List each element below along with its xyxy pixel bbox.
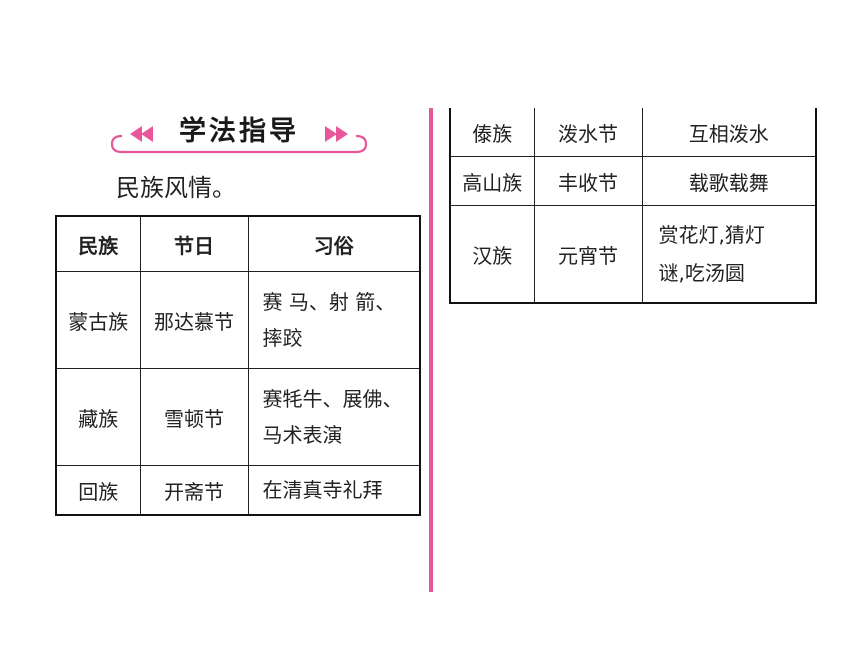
table-row: 汉族 元宵节 赏花灯,猜灯谜,吃汤圆	[449, 205, 817, 304]
intro-text: 民族风情。	[116, 174, 236, 202]
table-row: 傣族 泼水节 互相泼水	[449, 108, 817, 157]
custom-line: 摔跤	[262, 326, 303, 350]
customs-table-left: 民族 节日 习俗 蒙古族 那达慕节 赛 马、射 箭、摔跤 藏族 雪顿节 赛牦牛、…	[55, 215, 421, 516]
customs-table-right: 傣族 泼水节 互相泼水 高山族 丰收节 载歌载舞 汉族 元宵节 赏花灯,猜灯谜,…	[449, 108, 817, 304]
banner-frame	[110, 126, 368, 154]
banner-title: 学法指导	[179, 116, 299, 147]
custom-line: 马术表演	[262, 423, 343, 447]
cell-festival: 元宵节	[533, 205, 643, 304]
cell-ethnic-group: 回族	[55, 465, 141, 515]
cell-custom: 赛 马、射 箭、摔跤	[247, 271, 421, 369]
cell-festival: 开斋节	[139, 465, 249, 515]
cell-custom: 互相泼水	[641, 108, 817, 157]
cell-ethnic-group: 傣族	[449, 108, 535, 157]
cell-custom: 赏花灯,猜灯谜,吃汤圆	[641, 205, 817, 304]
cell-ethnic-group: 汉族	[449, 205, 535, 304]
cell-custom: 赛牦牛、展佛、马术表演	[247, 368, 421, 466]
header-ethnic-group: 民族	[55, 215, 141, 272]
column-divider	[429, 108, 433, 592]
table-header-row: 民族 节日 习俗	[55, 215, 421, 272]
cell-custom: 在清真寺礼拜	[247, 465, 421, 515]
cell-ethnic-group: 藏族	[55, 368, 141, 466]
cell-ethnic-group: 高山族	[449, 156, 535, 206]
header-festival: 节日	[139, 215, 249, 272]
table-row: 高山族 丰收节 载歌载舞	[449, 156, 817, 206]
right-double-arrow-icon	[325, 126, 348, 142]
cell-festival: 那达慕节	[139, 271, 249, 369]
header-custom: 习俗	[247, 215, 421, 272]
cell-festival: 丰收节	[533, 156, 643, 206]
left-double-arrow-icon	[130, 126, 153, 142]
custom-line: 赛牦牛、展佛、	[262, 387, 403, 411]
cell-custom: 载歌载舞	[641, 156, 817, 206]
custom-line: 赛 马、射 箭、	[262, 290, 396, 314]
cell-ethnic-group: 蒙古族	[55, 271, 141, 369]
custom-line: 谜,吃汤圆	[658, 261, 745, 285]
cell-festival: 泼水节	[533, 108, 643, 157]
cell-festival: 雪顿节	[139, 368, 249, 466]
table-row: 蒙古族 那达慕节 赛 马、射 箭、摔跤	[55, 271, 421, 369]
custom-line: 赏花灯,猜灯	[658, 223, 765, 247]
table-row: 藏族 雪顿节 赛牦牛、展佛、马术表演	[55, 368, 421, 466]
table-row: 回族 开斋节 在清真寺礼拜	[55, 465, 421, 515]
section-banner: 学法指导	[108, 114, 370, 156]
